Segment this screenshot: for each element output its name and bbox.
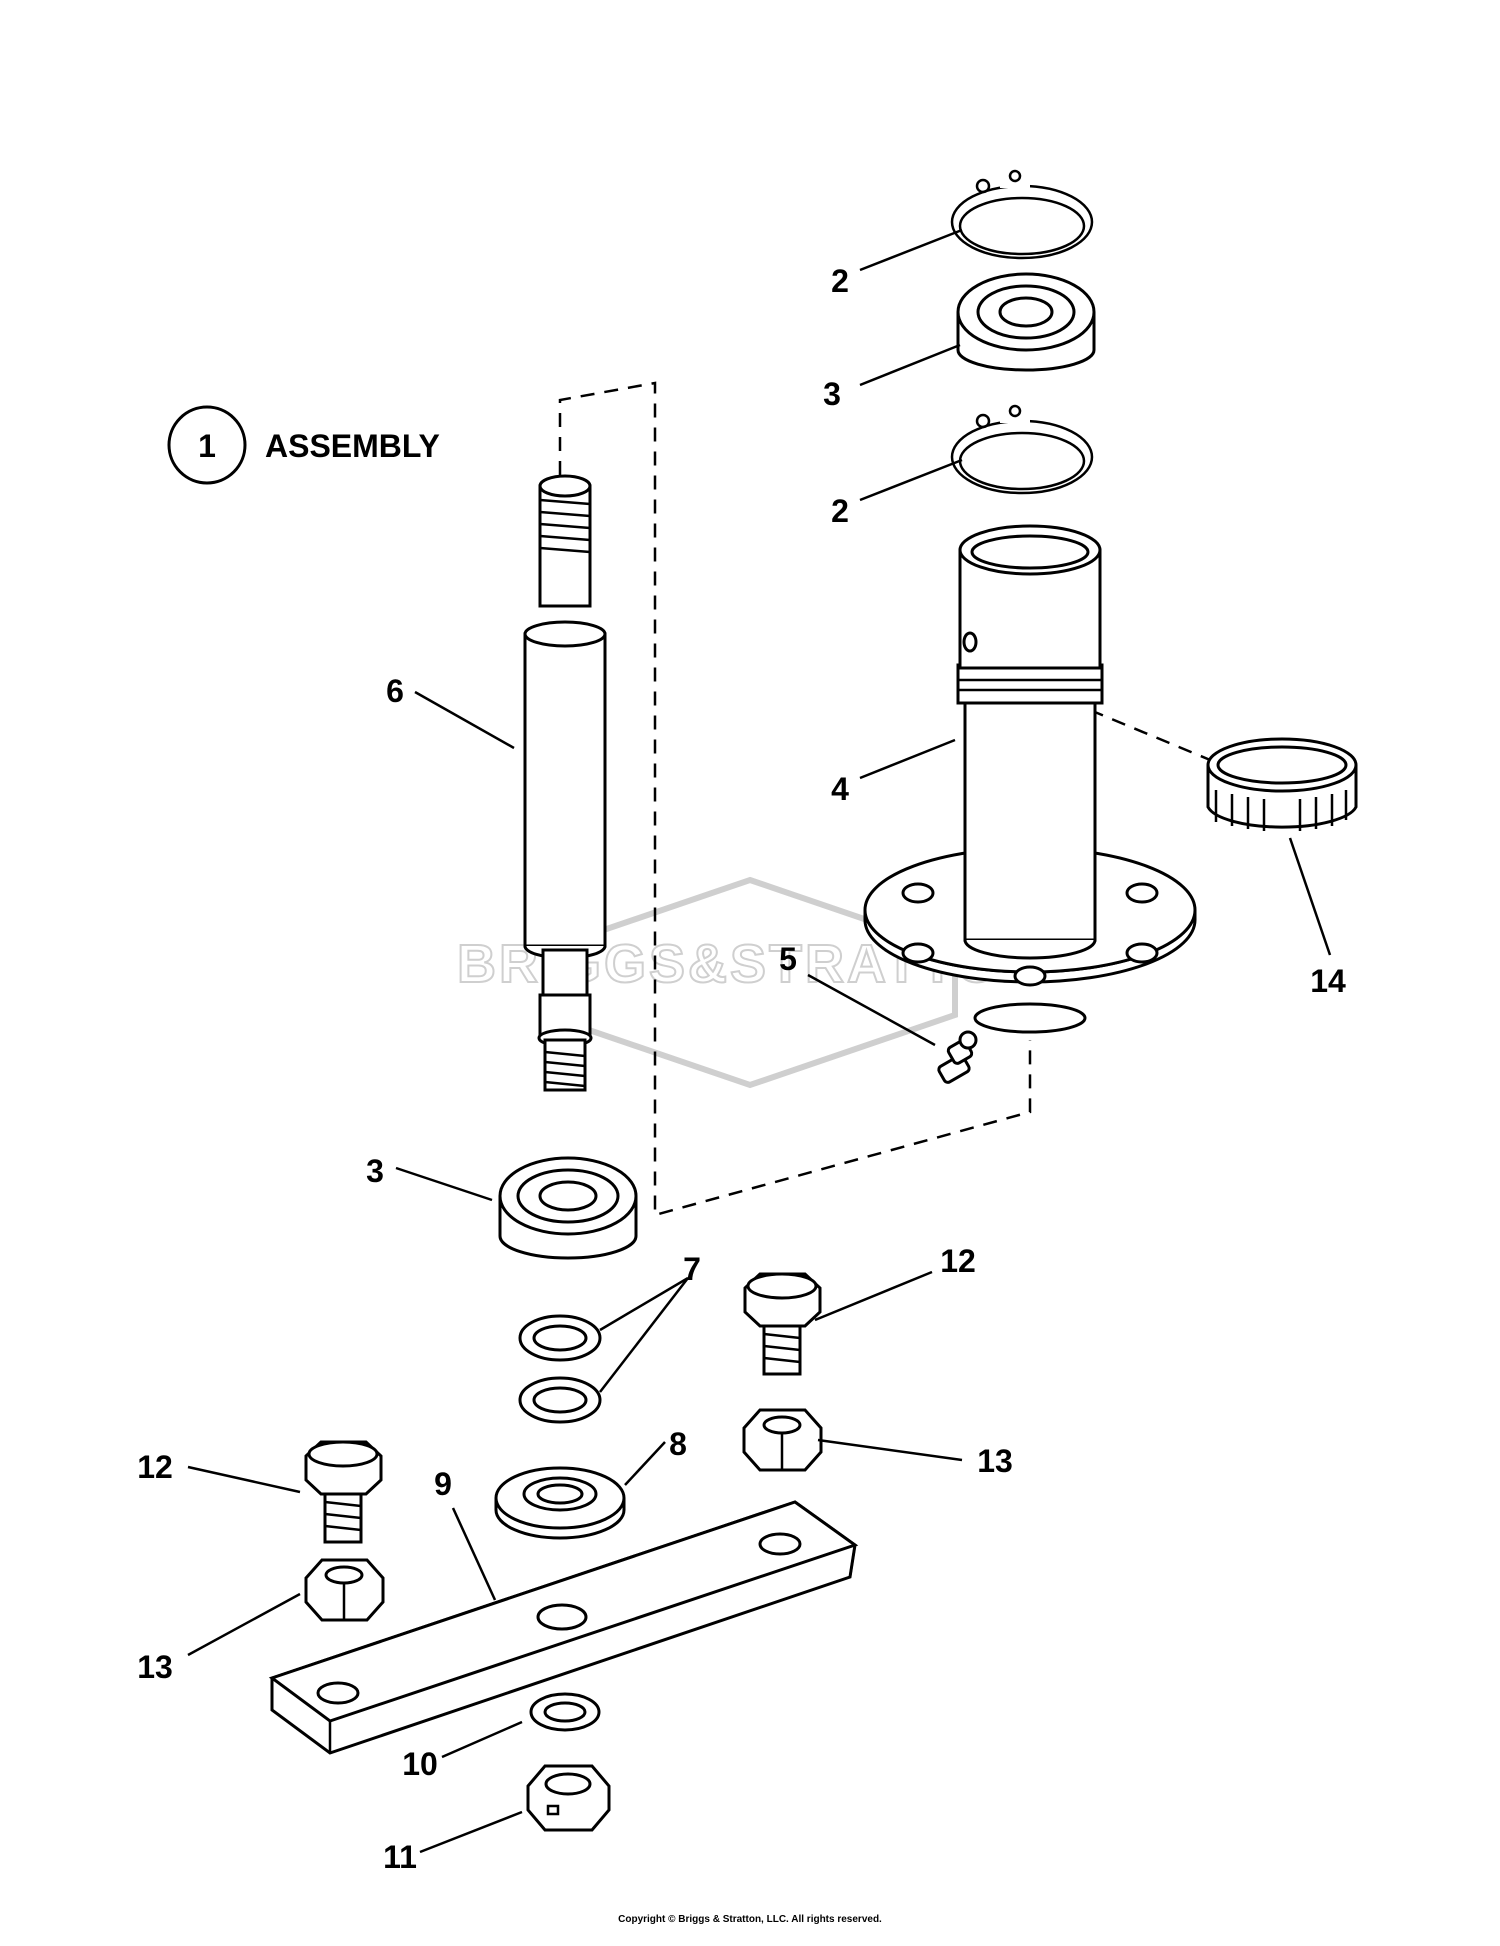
washer-upper bbox=[518, 1314, 602, 1362]
callout-10: 10 bbox=[402, 1746, 438, 1782]
assembly-number: 1 bbox=[198, 428, 216, 464]
callout-11: 11 bbox=[383, 1839, 417, 1875]
callout-14: 14 bbox=[1310, 963, 1346, 999]
lock-nut bbox=[526, 1764, 611, 1832]
spindle-housing bbox=[863, 524, 1197, 1034]
callout-12-right: 12 bbox=[940, 1243, 976, 1279]
callout-4: 4 bbox=[831, 771, 849, 807]
callout-numbers: 2 3 2 4 14 5 6 3 7 12 13 12 13 8 9 10 11 bbox=[137, 263, 1346, 1875]
callout-3-lower: 3 bbox=[366, 1153, 384, 1189]
copyright-notice: Copyright © Briggs & Stratton, LLC. All … bbox=[618, 1914, 882, 1925]
callout-13-right: 13 bbox=[977, 1443, 1013, 1479]
callout-7: 7 bbox=[683, 1251, 701, 1287]
callout-6: 6 bbox=[386, 673, 404, 709]
callout-12-left: 12 bbox=[137, 1449, 173, 1485]
hex-nut-right bbox=[742, 1408, 823, 1472]
callout-9: 9 bbox=[434, 1466, 452, 1502]
grease-fitting bbox=[937, 1030, 978, 1084]
bearing-top bbox=[956, 272, 1096, 372]
washer-lower bbox=[518, 1376, 602, 1424]
callout-13-left: 13 bbox=[137, 1649, 173, 1685]
callout-2-middle: 2 bbox=[831, 493, 849, 529]
assembly-title: ASSEMBLY bbox=[265, 428, 440, 464]
retaining-ring-middle bbox=[950, 404, 1094, 495]
callout-2-top: 2 bbox=[831, 263, 849, 299]
blade-washer bbox=[529, 1692, 601, 1732]
hex-bolt-right bbox=[743, 1272, 822, 1376]
callout-5: 5 bbox=[779, 941, 797, 977]
callout-3-top: 3 bbox=[823, 376, 841, 412]
bearing-sleeve bbox=[1206, 737, 1358, 831]
callout-8: 8 bbox=[669, 1426, 687, 1462]
spindle-shaft bbox=[523, 474, 607, 1092]
leader-lines bbox=[187, 228, 1332, 1854]
alignment-dashes bbox=[558, 381, 1216, 1217]
hex-nut-left bbox=[304, 1558, 385, 1622]
assembly-label: 1 ASSEMBLY bbox=[167, 405, 440, 485]
blade bbox=[268, 1500, 859, 1755]
retaining-ring-top bbox=[950, 169, 1094, 260]
bearing-lower bbox=[498, 1156, 638, 1260]
hex-bolt-left bbox=[304, 1440, 383, 1544]
spacer bbox=[494, 1466, 626, 1540]
